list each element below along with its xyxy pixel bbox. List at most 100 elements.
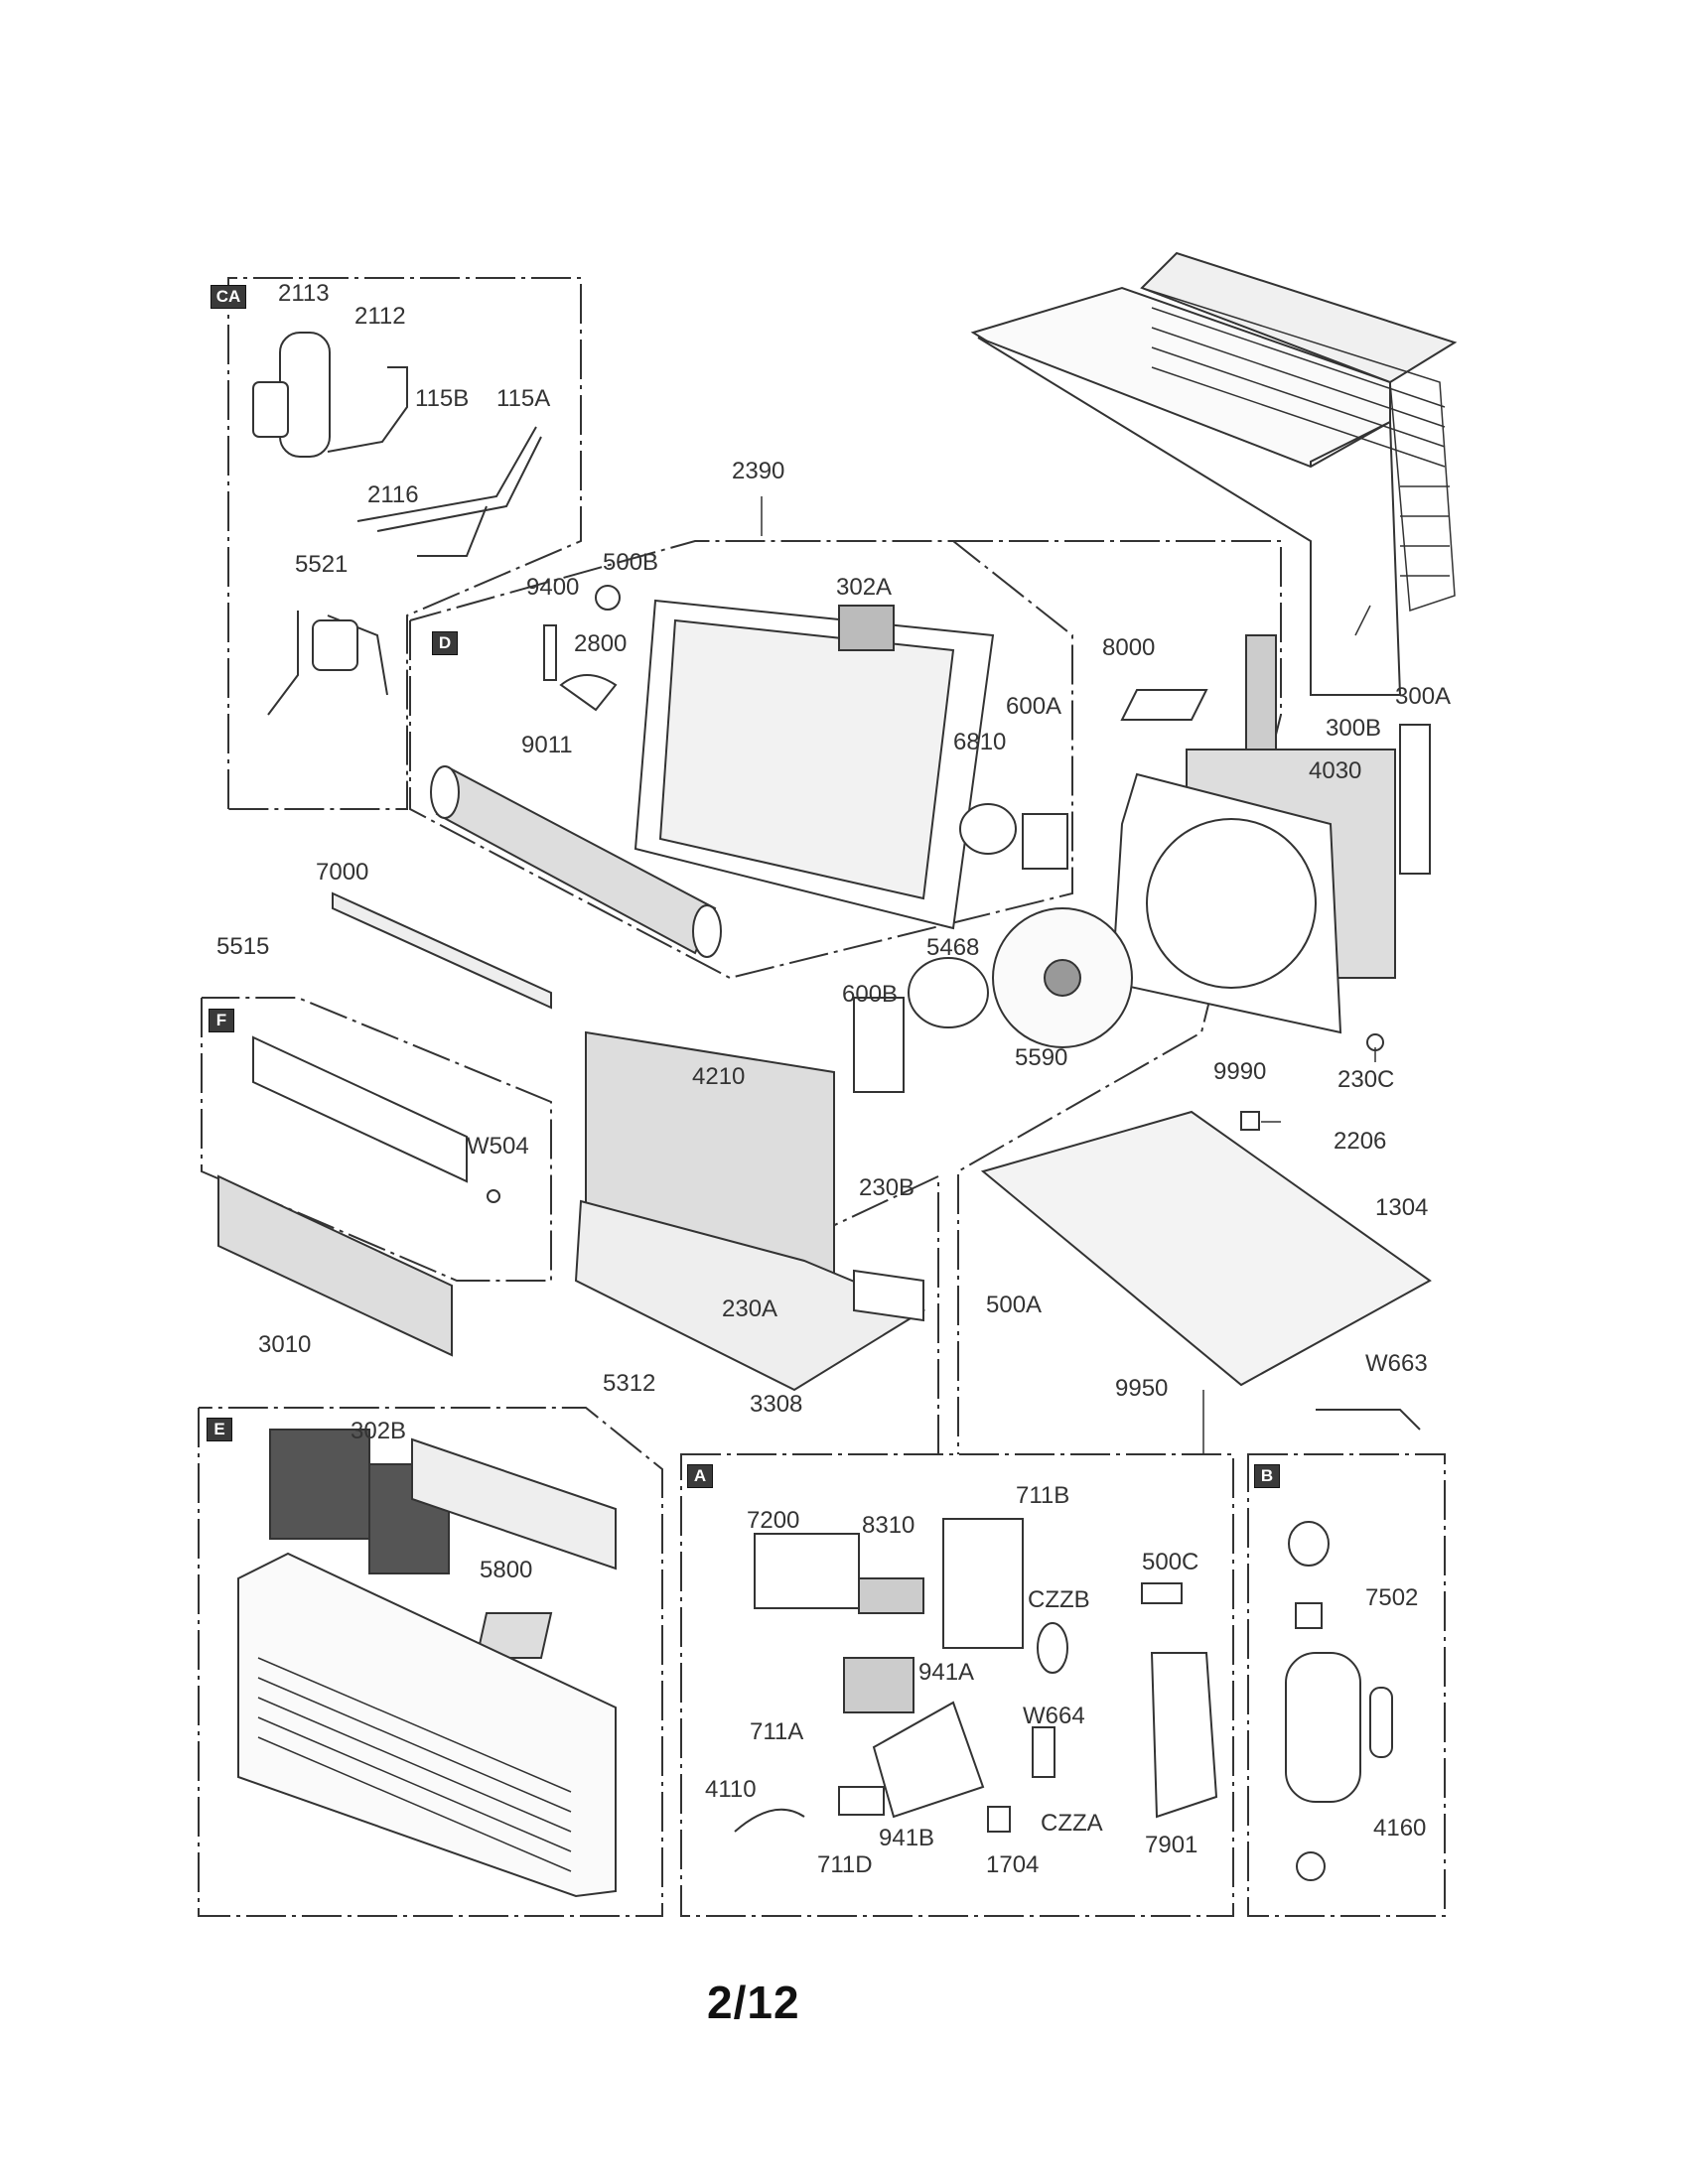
section-badge-d: D [432,631,458,655]
bracket-8000-part [1120,689,1208,721]
bracket-500a-part [853,1269,924,1322]
part-label-w664: W664 [1023,1703,1085,1729]
part-label-czza: CZZA [1041,1810,1103,1837]
pcb-711b [942,1518,1024,1649]
part-label-600a: 600A [1006,693,1062,720]
part-label-w663: W663 [1365,1350,1428,1377]
accumulator-b [1369,1687,1393,1758]
part-label-4110: 4110 [705,1776,757,1803]
part-label-3010: 3010 [258,1331,312,1358]
part-label-7200: 7200 [747,1507,800,1534]
part-label-6810: 6810 [953,729,1007,755]
louver-7000-part [332,891,552,1010]
part-label-7502: 7502 [1365,1584,1419,1611]
grommet-500b-part [595,585,621,611]
part-label-115a: 115A [496,385,551,412]
part-label-2112: 2112 [354,303,406,330]
wire-w663-part [1316,1409,1421,1431]
bearing-2800-part [559,674,618,712]
part-label-711a: 711A [750,1718,804,1745]
motor-bracket-600b [853,997,905,1093]
part-label-3308: 3308 [750,1391,803,1418]
part-label-300b: 300B [1326,715,1382,742]
section-d-outline [409,540,1073,980]
bracket-941a [872,1701,985,1819]
part-label-600b: 600B [842,981,899,1008]
section-badge-a: A [687,1464,713,1488]
terminal-cover [1295,1602,1323,1629]
part-label-941a: 941A [918,1659,975,1686]
part-label-7000: 7000 [316,859,369,886]
grommet-b [1296,1851,1326,1881]
section-badge-e: E [207,1418,232,1441]
part-label-5521: 5521 [295,551,349,578]
part-label-4030: 4030 [1309,757,1362,784]
part-label-7901: 7901 [1145,1832,1198,1858]
part-label-230b: 230B [859,1174,915,1201]
part-label-9990: 9990 [1213,1058,1267,1085]
blower-wheel-end [430,765,460,819]
motor-5468-part [908,957,989,1028]
filter-302a-part [838,605,895,651]
part-label-2116: 2116 [367,481,419,508]
part-label-czzb: CZZB [1028,1586,1090,1613]
harness-4110 [734,1808,805,1833]
pcb-711a [843,1657,914,1713]
part-label-5312: 5312 [603,1370,656,1397]
part-label-115b: 115B [415,385,470,412]
part-label-4160: 4160 [1373,1815,1427,1842]
section-a-outline [680,1453,1234,1917]
section-badge-ca: CA [211,285,246,309]
motor-6810-part [959,803,1017,855]
part-w664 [1032,1726,1055,1778]
part-label-5515: 5515 [216,933,270,960]
spring-9400-part [543,624,557,681]
part-500c [1141,1582,1183,1604]
control-box-7200 [754,1533,860,1609]
front-panel-part [237,1552,617,1898]
capacitor-czzb [1037,1622,1068,1674]
section-b-outline [1247,1453,1446,1917]
screw-w504-part [487,1189,500,1203]
panel-300a-part [1399,724,1431,875]
display-8310 [858,1577,924,1614]
part-label-5590: 5590 [1015,1044,1068,1071]
compressor-4160 [1285,1652,1361,1803]
page-number: 2/12 [707,1977,800,2028]
rear-grille-part [1141,287,1456,613]
part-label-941b: 941B [879,1825,935,1851]
switch-2206-part [1240,1111,1260,1131]
louver-5312-part [411,1437,617,1570]
part-label-300a: 300A [1395,683,1452,710]
part-label-2206: 2206 [1334,1128,1387,1155]
section-badge-b: B [1254,1464,1280,1488]
heater-3010-part [217,1174,453,1357]
part-label-1704: 1704 [986,1851,1040,1878]
section-e-outline [198,1407,663,1917]
part-label-711d: 711D [817,1851,873,1878]
pipe-2112 [327,366,408,453]
part-label-230c: 230C [1337,1066,1395,1093]
part-label-5468: 5468 [926,934,980,961]
part-label-9950: 9950 [1115,1375,1169,1402]
part-label-9011: 9011 [521,732,573,758]
cover-7901 [1150,1652,1218,1819]
part-1704 [987,1806,1011,1833]
rail-part [252,1035,468,1183]
pipe-115b [356,426,537,522]
drain-pan-part [574,1199,926,1392]
part-label-8310: 8310 [862,1512,915,1539]
part-label-w504: W504 [467,1133,529,1160]
part-label-2390: 2390 [732,458,785,484]
part-label-500a: 500A [986,1292,1043,1318]
motor-mount-600a [1022,813,1068,870]
part-label-230a: 230A [722,1296,778,1322]
part-label-8000: 8000 [1102,634,1156,661]
part-label-1304: 1304 [1375,1194,1429,1221]
section-badge-f: F [209,1009,234,1032]
part-label-302a: 302A [836,574,893,601]
section-ca-outline [227,277,582,810]
part-label-500c: 500C [1142,1549,1199,1575]
bracket-part [252,381,289,438]
